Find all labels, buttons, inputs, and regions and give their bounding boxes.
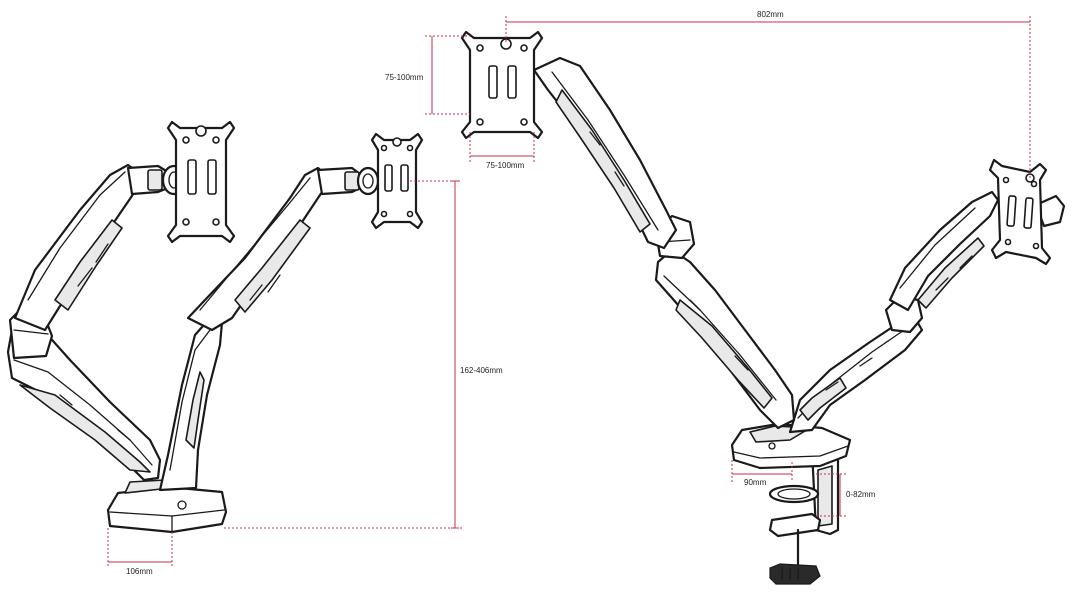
- span-dimension: 802mm: [505, 10, 1031, 178]
- right-arm-side: [158, 132, 424, 492]
- vesa-width-dimension: 75-100mm: [469, 132, 535, 170]
- desk-thickness-label: 0-82mm: [846, 490, 876, 499]
- front-base: [730, 422, 852, 470]
- height-dimension: 162-406mm: [224, 180, 503, 529]
- vesa-height-dimension: 75-100mm: [385, 35, 470, 115]
- base-width-label: 106mm: [126, 567, 153, 576]
- right-arm-front: [788, 158, 1066, 434]
- left-arm-front: [460, 30, 796, 430]
- height-range-label: 162-406mm: [460, 366, 503, 375]
- left-arm-side: [6, 120, 236, 482]
- base-width-dimension: 106mm: [107, 528, 173, 576]
- clamp-depth-dimension: 90mm: [731, 460, 793, 487]
- side-view: 162-406mm 106mm: [6, 120, 503, 576]
- span-width-label: 802mm: [757, 10, 784, 19]
- vesa-height-label: 75-100mm: [385, 73, 424, 82]
- desk-thickness-dimension: 0-82mm: [816, 473, 876, 517]
- front-view: 802mm 75-100mm 75-100mm 90mm: [385, 10, 1066, 585]
- clamp-depth-label: 90mm: [744, 478, 767, 487]
- desk-base: [106, 479, 228, 534]
- vesa-width-label: 75-100mm: [486, 161, 525, 170]
